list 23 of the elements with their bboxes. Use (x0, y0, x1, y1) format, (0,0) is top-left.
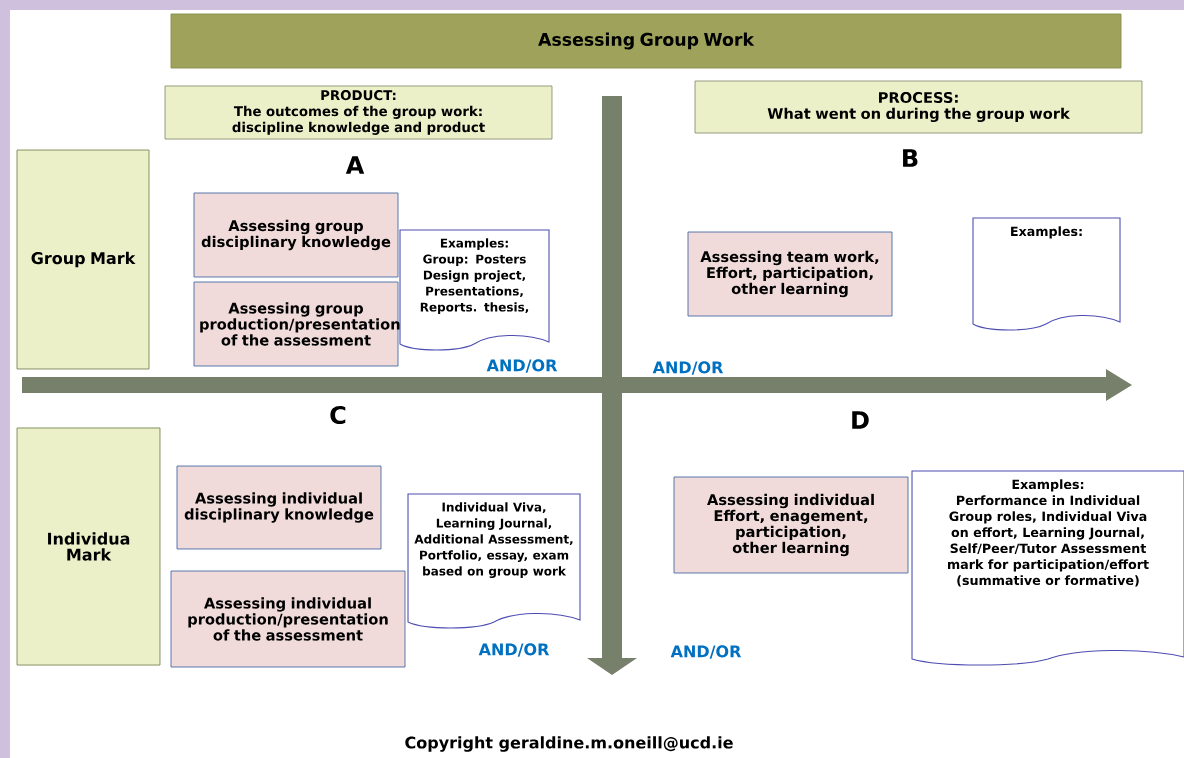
examples-document: Examples: Group: Posters Design project, Presentations, Reports. thesis, (399, 229, 550, 351)
assessment-box: Assessing group disciplinary knowledge (193, 192, 399, 278)
assessment-box: Assessing individual disciplinary knowledge (176, 465, 382, 550)
row-label-box: Individua Mark (16, 427, 161, 666)
connector-word: AND/OR (652, 361, 724, 375)
examples-document: Examples: Performance in Individual Group roles, Individual Viva on effort, Learning Journal, Self/Peer/Tutor Assessment mark for participation/effort (summative or formative) (911, 470, 1184, 666)
assessment-box: Assessing individual production/presentation of the assessment (170, 570, 406, 668)
quadrant-letter: D (852, 411, 869, 429)
title-banner: Assessing Group Work (170, 13, 1122, 69)
examples-document: Examples: (972, 217, 1121, 331)
copyright-note: Copyright geraldine.m.oneill@ucd.ie (405, 736, 733, 752)
connector-word: AND/OR (478, 643, 550, 657)
assessment-box: Assessing team work, Effort, participation, other learning (687, 231, 893, 317)
quadrant-letter: B (903, 149, 918, 167)
header-box: PROCESS: What went on during the group work (694, 80, 1143, 134)
row-label-box: Group Mark (16, 149, 150, 370)
quadrant-letter: C (330, 405, 346, 425)
header-box: PRODUCT: The outcomes of the group work: discipline knowledge and product (164, 85, 553, 140)
connector-word: AND/OR (670, 645, 742, 659)
examples-document: Individual Viva, Learning Journal, Additional Assessment, Portfolio, essay, exam based on group work (407, 493, 581, 629)
assessment-box: Assessing individual Effort, enagement, participation, other learning (673, 476, 909, 574)
quadrant-letter: A (345, 156, 365, 174)
assessment-box: Assessing group production/presentation of the assessment (193, 281, 400, 367)
